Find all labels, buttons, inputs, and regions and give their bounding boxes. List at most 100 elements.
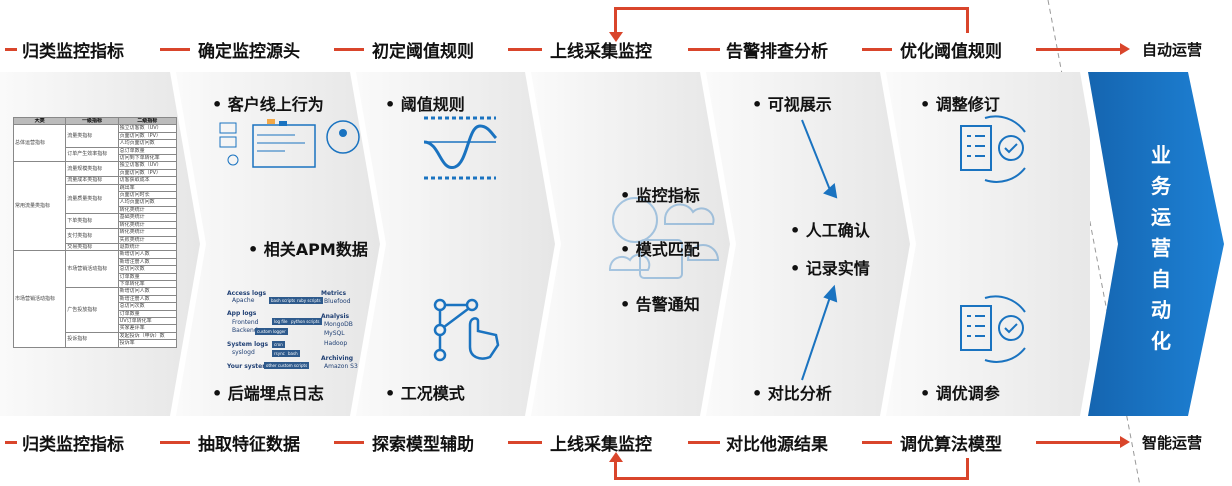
apm-box: bash scripts [269,297,298,304]
level2-cell: 基础类统计 [117,213,178,222]
table-row: UV订单转化率 [14,316,178,326]
table-row: 人均页面访问数 [14,139,178,148]
apm-label: Frontend [232,319,259,326]
level2-cell: 独立访客数（UV） [117,161,178,170]
gesture-pattern-icon [433,298,500,362]
col2-bullet-1: • 客户线上行为 [212,95,324,114]
apm-label: System logs [227,341,269,348]
table-row: 常用流量类指标流量规模类指标独立访客数（UV） [12,161,178,252]
level1-cell: 支付类指标 [65,228,119,244]
apm-box: ruby scripts [295,297,323,304]
level2-cell: 页面访问时长 [117,191,178,200]
level2-cell: 订单数量 [117,272,178,281]
flow-arrows [801,119,838,381]
level2-cell: 页面访问数（PV） [117,168,178,178]
apm-label: MySQL [324,330,345,337]
apm-box: rsync [272,350,287,357]
level1-cell: 交易类指标 [65,242,119,252]
bottom-step-3: 探索模型辅助 [372,435,474,455]
top-step-2: 确定监控源头 [198,42,300,62]
table-row: 新增注册人数 [14,257,178,267]
level2-cell: 页面访问数（PV） [117,131,178,141]
table-row: 访问到下单转化率 [14,154,178,163]
col5-bullet-1: • 可视展示 [752,95,832,114]
checklist-tune-icon [960,295,1026,363]
level1-cell: 市场营销活动指标 [65,250,119,289]
apm-box: log file [272,318,290,325]
customer-behavior-icon [219,119,360,168]
table-row: 页面访问时长 [14,191,178,200]
apm-label: Apache [232,297,255,304]
top-result: 自动运营 [1142,41,1203,59]
level2-cell: 退款统计 [117,242,178,252]
bottom-step-6: 调优算法模型 [900,435,1002,455]
level2-cell: 总订单数量 [117,146,178,156]
threshold-wave-icon [423,116,498,180]
level2-cell: 买家差评率 [117,324,178,333]
automation-label: 业务运营自动化 [1151,143,1171,353]
top-step-3: 初定阈值规则 [372,42,474,62]
level2-cell: 人均页面访问数 [117,139,178,148]
category-cell: 总体运营指标 [12,124,67,163]
col2-bullet-3: • 后端埋点日志 [212,384,324,403]
table-header: 一级指标 [65,116,119,126]
table-row: 流量质量类指标跳出率 [14,183,178,215]
bottom-result: 智能运营 [1142,434,1203,452]
level1-cell: 流量类指标 [65,124,119,148]
level2-cell: 订单数量 [117,309,178,318]
table-header: 二级指标 [117,116,178,126]
apm-label: Your system [227,363,269,370]
table-row: 流量成本类指标访客获取成本 [14,176,178,185]
apm-label: Bluefood [324,298,351,305]
level2-cell: 独立访客数（UV） [117,124,178,133]
level2-cell: 新增注册人数 [117,294,178,304]
table-row: 订单数量 [14,309,178,318]
bottom-step-4: 上线采集监控 [550,435,652,455]
bottom-step-2: 抽取特征数据 [198,435,300,455]
level2-cell: 转化类统计 [117,228,178,237]
table-row: 买家差评率 [14,324,178,333]
col4-bullet-3: • 告警通知 [620,295,700,314]
level2-cell: 下单转化率 [117,279,178,289]
col6-bullet-2: • 调优调参 [920,384,1000,403]
apm-label: Backend [232,327,258,334]
table-row: 总访问次数 [14,265,178,274]
table-row: 广告投放指标新增访问人数 [14,287,178,333]
col6-bullet-1: • 调整修订 [920,95,1000,114]
col4-bullet-2: • 模式匹配 [620,240,700,259]
top-step-4: 上线采集监控 [550,42,652,62]
category-cell: 市场营销活动指标 [12,250,67,348]
level2-cell: UV订单转化率 [117,316,178,326]
table-row: 下单转化率 [14,279,178,289]
level2-cell: 跳出率 [117,183,178,193]
table-row: 市场营销活动指标市场营销活动指标新增访问人数 [12,250,178,348]
level2-cell: 新增注册人数 [117,257,178,267]
table-row: 投诉指标发起投诉（申诉）数 [14,331,178,348]
apm-box: cron [272,341,285,348]
cloud-monitor-icon [608,197,720,279]
level1-cell: 流量成本类指标 [65,176,119,185]
apm-label: App logs [227,310,257,317]
level2-cell: 总访问次数 [117,302,178,311]
table-row: 总体运营指标流量类指标独立访客数（UV） [12,124,178,163]
feedback-arrowhead-top [609,32,623,42]
level1-cell: 流量规模类指标 [65,161,119,178]
col2-bullet-2: • 相关APM数据 [248,240,368,259]
bottom-step-5: 对比他源结果 [726,435,828,455]
apm-label: MongoDB [324,321,353,328]
apm-label: syslogd [232,349,255,356]
level2-cell: 投诉率 [117,339,178,348]
metrics-table: 大类一级指标二级指标 总体运营指标流量类指标独立访客数（UV）页面访问数（PV）… [12,116,178,348]
feedback-arrowhead-bottom [609,452,623,462]
level2-cell: 新增访问人数 [117,250,178,259]
table-row: 投诉率 [14,339,178,348]
apm-label: Analysis [321,313,350,320]
apm-label: Access logs [227,290,267,297]
col5-bullet-3: • 记录实情 [790,259,870,278]
bottom-step-1: 归类监控指标 [22,435,124,455]
col3-bullet-1: • 阈值规则 [385,95,465,114]
bottom-process-row: 归类监控指标 抽取特征数据 探索模型辅助 上线采集监控 对比他源结果 调优算法模… [0,426,1232,456]
apm-diagram: Access logs Apache App logs Frontend Bac… [224,288,374,378]
apm-box: custom logger [255,328,288,335]
top-process-row: 归类监控指标 确定监控源头 初定阈值规则 上线采集监控 告警排查分析 优化阈值规… [0,33,1232,63]
